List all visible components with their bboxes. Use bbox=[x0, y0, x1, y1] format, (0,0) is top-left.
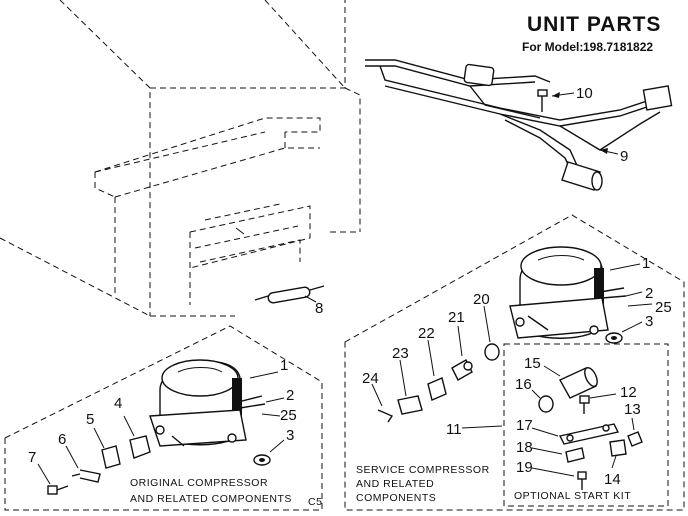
page-code: C5 bbox=[308, 496, 322, 508]
callout-23: 23 bbox=[392, 345, 409, 362]
callout-21: 21 bbox=[448, 309, 465, 326]
callout-6: 6 bbox=[58, 431, 66, 448]
callout-8: 8 bbox=[315, 300, 323, 317]
original-caption-line2: AND RELATED COMPONENTS bbox=[130, 493, 292, 505]
callout-18: 18 bbox=[516, 439, 533, 456]
grommet-3-original bbox=[253, 439, 285, 466]
capacitor-23-part bbox=[397, 359, 423, 415]
callout-22: 22 bbox=[418, 325, 435, 342]
capacitor-15-part bbox=[543, 365, 598, 399]
callout-16: 16 bbox=[515, 376, 532, 393]
cabinet-outline bbox=[0, 0, 361, 317]
bracket-17-part bbox=[531, 423, 620, 445]
start-kit-caption: OPTIONAL START KIT bbox=[514, 490, 631, 502]
callout-1-original: 1 bbox=[280, 357, 288, 374]
callout-9: 9 bbox=[620, 148, 628, 165]
callout-24: 24 bbox=[362, 370, 379, 387]
callout-13: 13 bbox=[624, 401, 641, 418]
callout-19: 19 bbox=[516, 459, 533, 476]
clip-6-part bbox=[65, 445, 101, 483]
callout-4: 4 bbox=[114, 395, 122, 412]
screw-10-part bbox=[537, 89, 575, 112]
cap-20-part bbox=[483, 305, 500, 361]
callout-3-service: 3 bbox=[645, 313, 653, 330]
original-compressor bbox=[149, 359, 266, 447]
callout-15: 15 bbox=[524, 355, 541, 372]
relay-14-part bbox=[609, 439, 627, 469]
cap-16-part bbox=[531, 389, 554, 413]
callout-3-original: 3 bbox=[286, 427, 294, 444]
callout-7: 7 bbox=[28, 449, 36, 466]
original-caption-line1: ORIGINAL COMPRESSOR bbox=[130, 477, 268, 489]
relay-22-part bbox=[427, 339, 447, 401]
callout-12: 12 bbox=[620, 384, 637, 401]
service-caption-line2: AND RELATED bbox=[356, 478, 434, 490]
callout-10: 10 bbox=[576, 85, 593, 102]
model-label: For Model: bbox=[522, 40, 583, 54]
callout-14: 14 bbox=[604, 471, 621, 488]
screw-12-part bbox=[579, 393, 617, 414]
screw-19-part bbox=[531, 467, 587, 490]
service-caption-line1: SERVICE COMPRESSOR bbox=[356, 464, 490, 476]
plate-18-part bbox=[531, 447, 585, 463]
original-components-boundary bbox=[4, 325, 323, 511]
drier-part bbox=[254, 285, 325, 304]
model-number: 198.7181822 bbox=[583, 40, 653, 54]
callout-11: 11 bbox=[446, 421, 462, 438]
relay-4-part bbox=[123, 415, 151, 459]
overload-5-part bbox=[93, 427, 121, 469]
start-kit-boundary bbox=[503, 343, 669, 507]
wiring-harness-part bbox=[365, 59, 673, 191]
callout-25-original: 25 bbox=[280, 407, 297, 424]
service-components-boundary bbox=[344, 214, 685, 511]
clip-24-part bbox=[371, 383, 394, 423]
callout-25-service: 25 bbox=[655, 299, 672, 316]
screw-7-part bbox=[37, 463, 69, 495]
callout-2-original: 2 bbox=[286, 387, 294, 404]
callout-2-service: 2 bbox=[645, 285, 653, 302]
terminal-21-part bbox=[451, 325, 473, 381]
diagram-title: UNIT PARTS bbox=[527, 13, 661, 36]
callout-20: 20 bbox=[473, 291, 490, 308]
callout-1-service: 1 bbox=[642, 255, 650, 272]
callout-17: 17 bbox=[516, 417, 533, 434]
grommet-3-service bbox=[605, 321, 643, 344]
callout-5: 5 bbox=[86, 411, 94, 428]
service-compressor bbox=[509, 246, 627, 339]
clip-13-part bbox=[627, 417, 643, 447]
service-caption-line3: COMPONENTS bbox=[356, 492, 436, 504]
